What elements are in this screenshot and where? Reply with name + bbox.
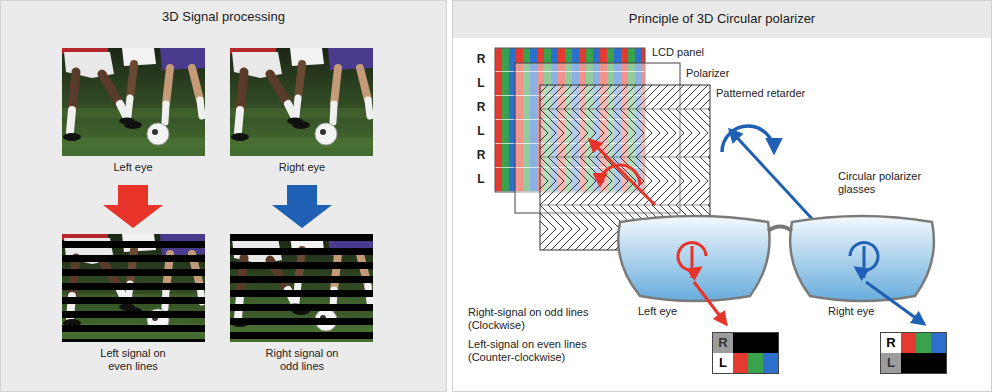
layer-label: LCD panel (652, 46, 742, 59)
pixel-cell (901, 333, 916, 353)
row-letter: R (713, 333, 733, 353)
layer-label: Patterned retarder (716, 87, 831, 100)
pixel-cell (763, 353, 778, 373)
down-arrow (272, 185, 332, 228)
eye-view-indicator: RL (712, 332, 779, 374)
pixel-cell (733, 353, 748, 373)
right-eye-photo (230, 48, 373, 156)
symbol-stem (863, 246, 866, 278)
exit-ray (866, 282, 924, 324)
indicator-row: R (881, 333, 946, 353)
pixel-cell (916, 333, 931, 353)
right-signal-photo (230, 234, 373, 342)
signal-label: Right signal on odd lines (257, 347, 347, 373)
eye-label: Left eye (638, 305, 698, 318)
left-panel-ground (1, 1, 447, 392)
symbol-stem (691, 246, 694, 278)
glasses-bridge (768, 227, 792, 232)
pixel-cell (901, 353, 946, 373)
row-letter: L (881, 353, 901, 373)
layer-label: Polarizer (686, 67, 766, 80)
row-label: L (471, 173, 491, 186)
pixel-cell (733, 333, 778, 353)
panel: Principle of 3D Circular polarizerRLRL (452, 0, 992, 392)
interlace-mask (62, 234, 205, 342)
left-eye-photo (62, 48, 205, 156)
row-label: L (471, 125, 491, 138)
left-signal-photo (62, 234, 205, 342)
indicator-row: L (713, 353, 778, 373)
indicator-row: R (713, 333, 778, 353)
light-ray (590, 140, 655, 205)
eye-label: Right eye (242, 161, 362, 174)
panel-title: Principle of 3D Circular polarizer (452, 11, 992, 27)
eye-label: Right eye (828, 305, 888, 318)
row-label: R (471, 101, 491, 114)
panel: 3D Signal processing (0, 0, 447, 392)
signal-note: Left-signal on even lines (Counter-clock… (468, 338, 608, 364)
pixel-cell (931, 333, 946, 353)
rotation-arrow (722, 126, 774, 152)
row-letter: L (713, 353, 733, 373)
signal-label: Left signal on even lines (88, 347, 178, 373)
right-lens (790, 216, 934, 301)
row-letter: R (881, 333, 901, 353)
eye-view-indicator: RL (880, 332, 947, 374)
indicator-row: L (881, 353, 946, 373)
left-lens (618, 216, 769, 301)
panel-title: 3D Signal processing (0, 9, 447, 25)
exit-ray (694, 282, 726, 324)
right-panel-ground (453, 1, 992, 392)
right-panel-header (453, 1, 991, 38)
interlace-mask (230, 234, 373, 342)
row-label: R (471, 53, 491, 66)
pixel-cell (748, 353, 763, 373)
signal-note: Right-signal on odd lines (Clockwise) (468, 306, 608, 332)
row-label: L (471, 77, 491, 90)
glasses-label: Circular polarizer glasses (838, 170, 933, 196)
rotation-arrow (600, 165, 640, 185)
down-arrow (103, 185, 163, 228)
eye-label: Left eye (73, 161, 193, 174)
row-label: R (471, 149, 491, 162)
